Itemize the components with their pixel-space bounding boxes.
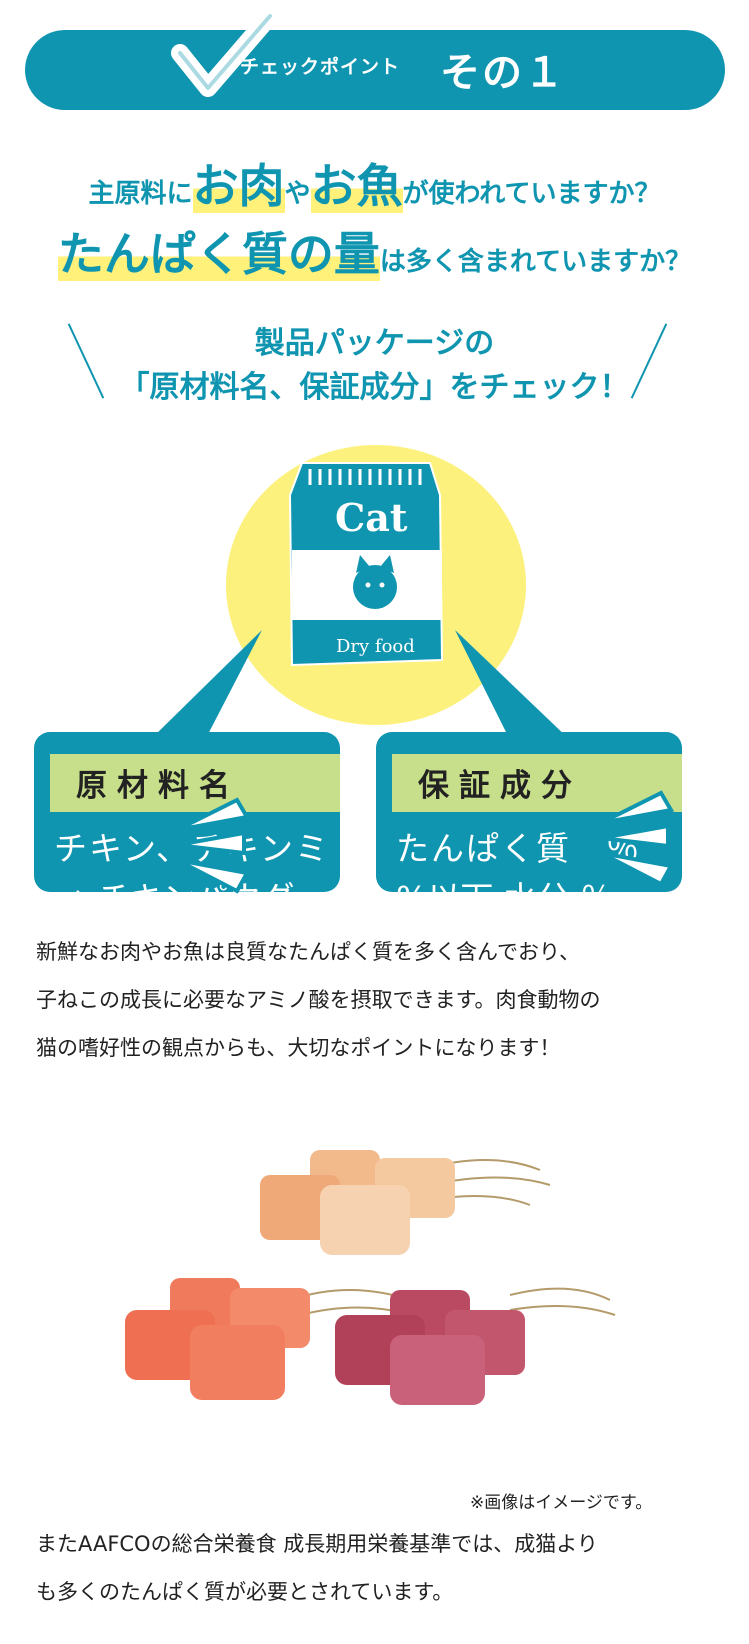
ingredients-label: 原材料名 [76, 768, 240, 804]
ingredients-band [50, 754, 340, 812]
analysis-text-line1: たんぱく質 ％ [396, 829, 641, 868]
bag-type: Dry food [336, 636, 415, 657]
emphasis-lines-icon [176, 797, 251, 894]
subheading-line1: 製品パッケージの [254, 326, 495, 361]
salmon-cubes [125, 1278, 310, 1400]
paragraph2-line1: またAAFCOの総合栄養食 成長期用栄養基準では、成猫より [36, 1532, 598, 1556]
explanation-paragraph: 新鮮なお肉やお魚は良質なたんぱく質を多く含んでおり、 子ねこの成長に必要なアミノ… [36, 928, 726, 1072]
paragraph2-line2: も多くのたんぱく質が必要とされています。 [36, 1580, 454, 1604]
analysis-band [392, 754, 682, 812]
meat-fish-image [125, 1150, 616, 1405]
checkmark-icon [171, 8, 279, 97]
paragraph1-line1: 新鮮なお肉やお魚は良質なたんぱく質を多く含んでおり、 [36, 940, 581, 964]
image-note: ※画像はイメージです。 [470, 1493, 653, 1513]
headline1-fish: お魚 [310, 159, 403, 213]
headline-meat-fish: 主原料にお肉やお魚が使われていますか？ [0, 150, 749, 216]
checkpoint-label: チェックポイント [240, 56, 401, 78]
headline1-meat: お肉 [192, 159, 285, 213]
paragraph1-line3: 猫の嗜好性の観点からも、大切なポイントになります！ [36, 1036, 561, 1060]
headline2-b: は多く含まれていますか？ [379, 247, 692, 277]
cat-food-bag-icon [288, 462, 444, 667]
subheading-line2: 「原材料名、保証成分」をチェック！ [119, 370, 630, 405]
analysis-text-line2: %以下 水分 ％ [396, 872, 613, 892]
bag-brand: Cat [335, 495, 408, 540]
aafco-paragraph: またAAFCOの総合栄養食 成長期用栄養基準では、成猫より も多くのたんぱく質が… [36, 1520, 726, 1616]
paragraph1-line2: 子ねこの成長に必要なアミノ酸を摂取できます。肉食動物の [36, 988, 601, 1012]
headline-protein: たんぱく質の量は多く含まれていますか？ [0, 218, 749, 284]
headline1-a: 主原料に [88, 179, 193, 209]
checkpoint-banner [25, 30, 725, 110]
tuna-cubes [335, 1290, 525, 1405]
analysis-label: 保証成分 [418, 768, 582, 804]
pointer-shapes [150, 630, 570, 740]
chicken-cubes [260, 1150, 455, 1255]
headline2-protein: たんぱく質の量 [57, 227, 380, 281]
checkpoint-number: その１ [440, 50, 566, 96]
headline1-e: が使われていますか？ [402, 179, 661, 209]
emphasis-lines-icon [600, 790, 675, 887]
headline1-c: や [284, 179, 311, 209]
